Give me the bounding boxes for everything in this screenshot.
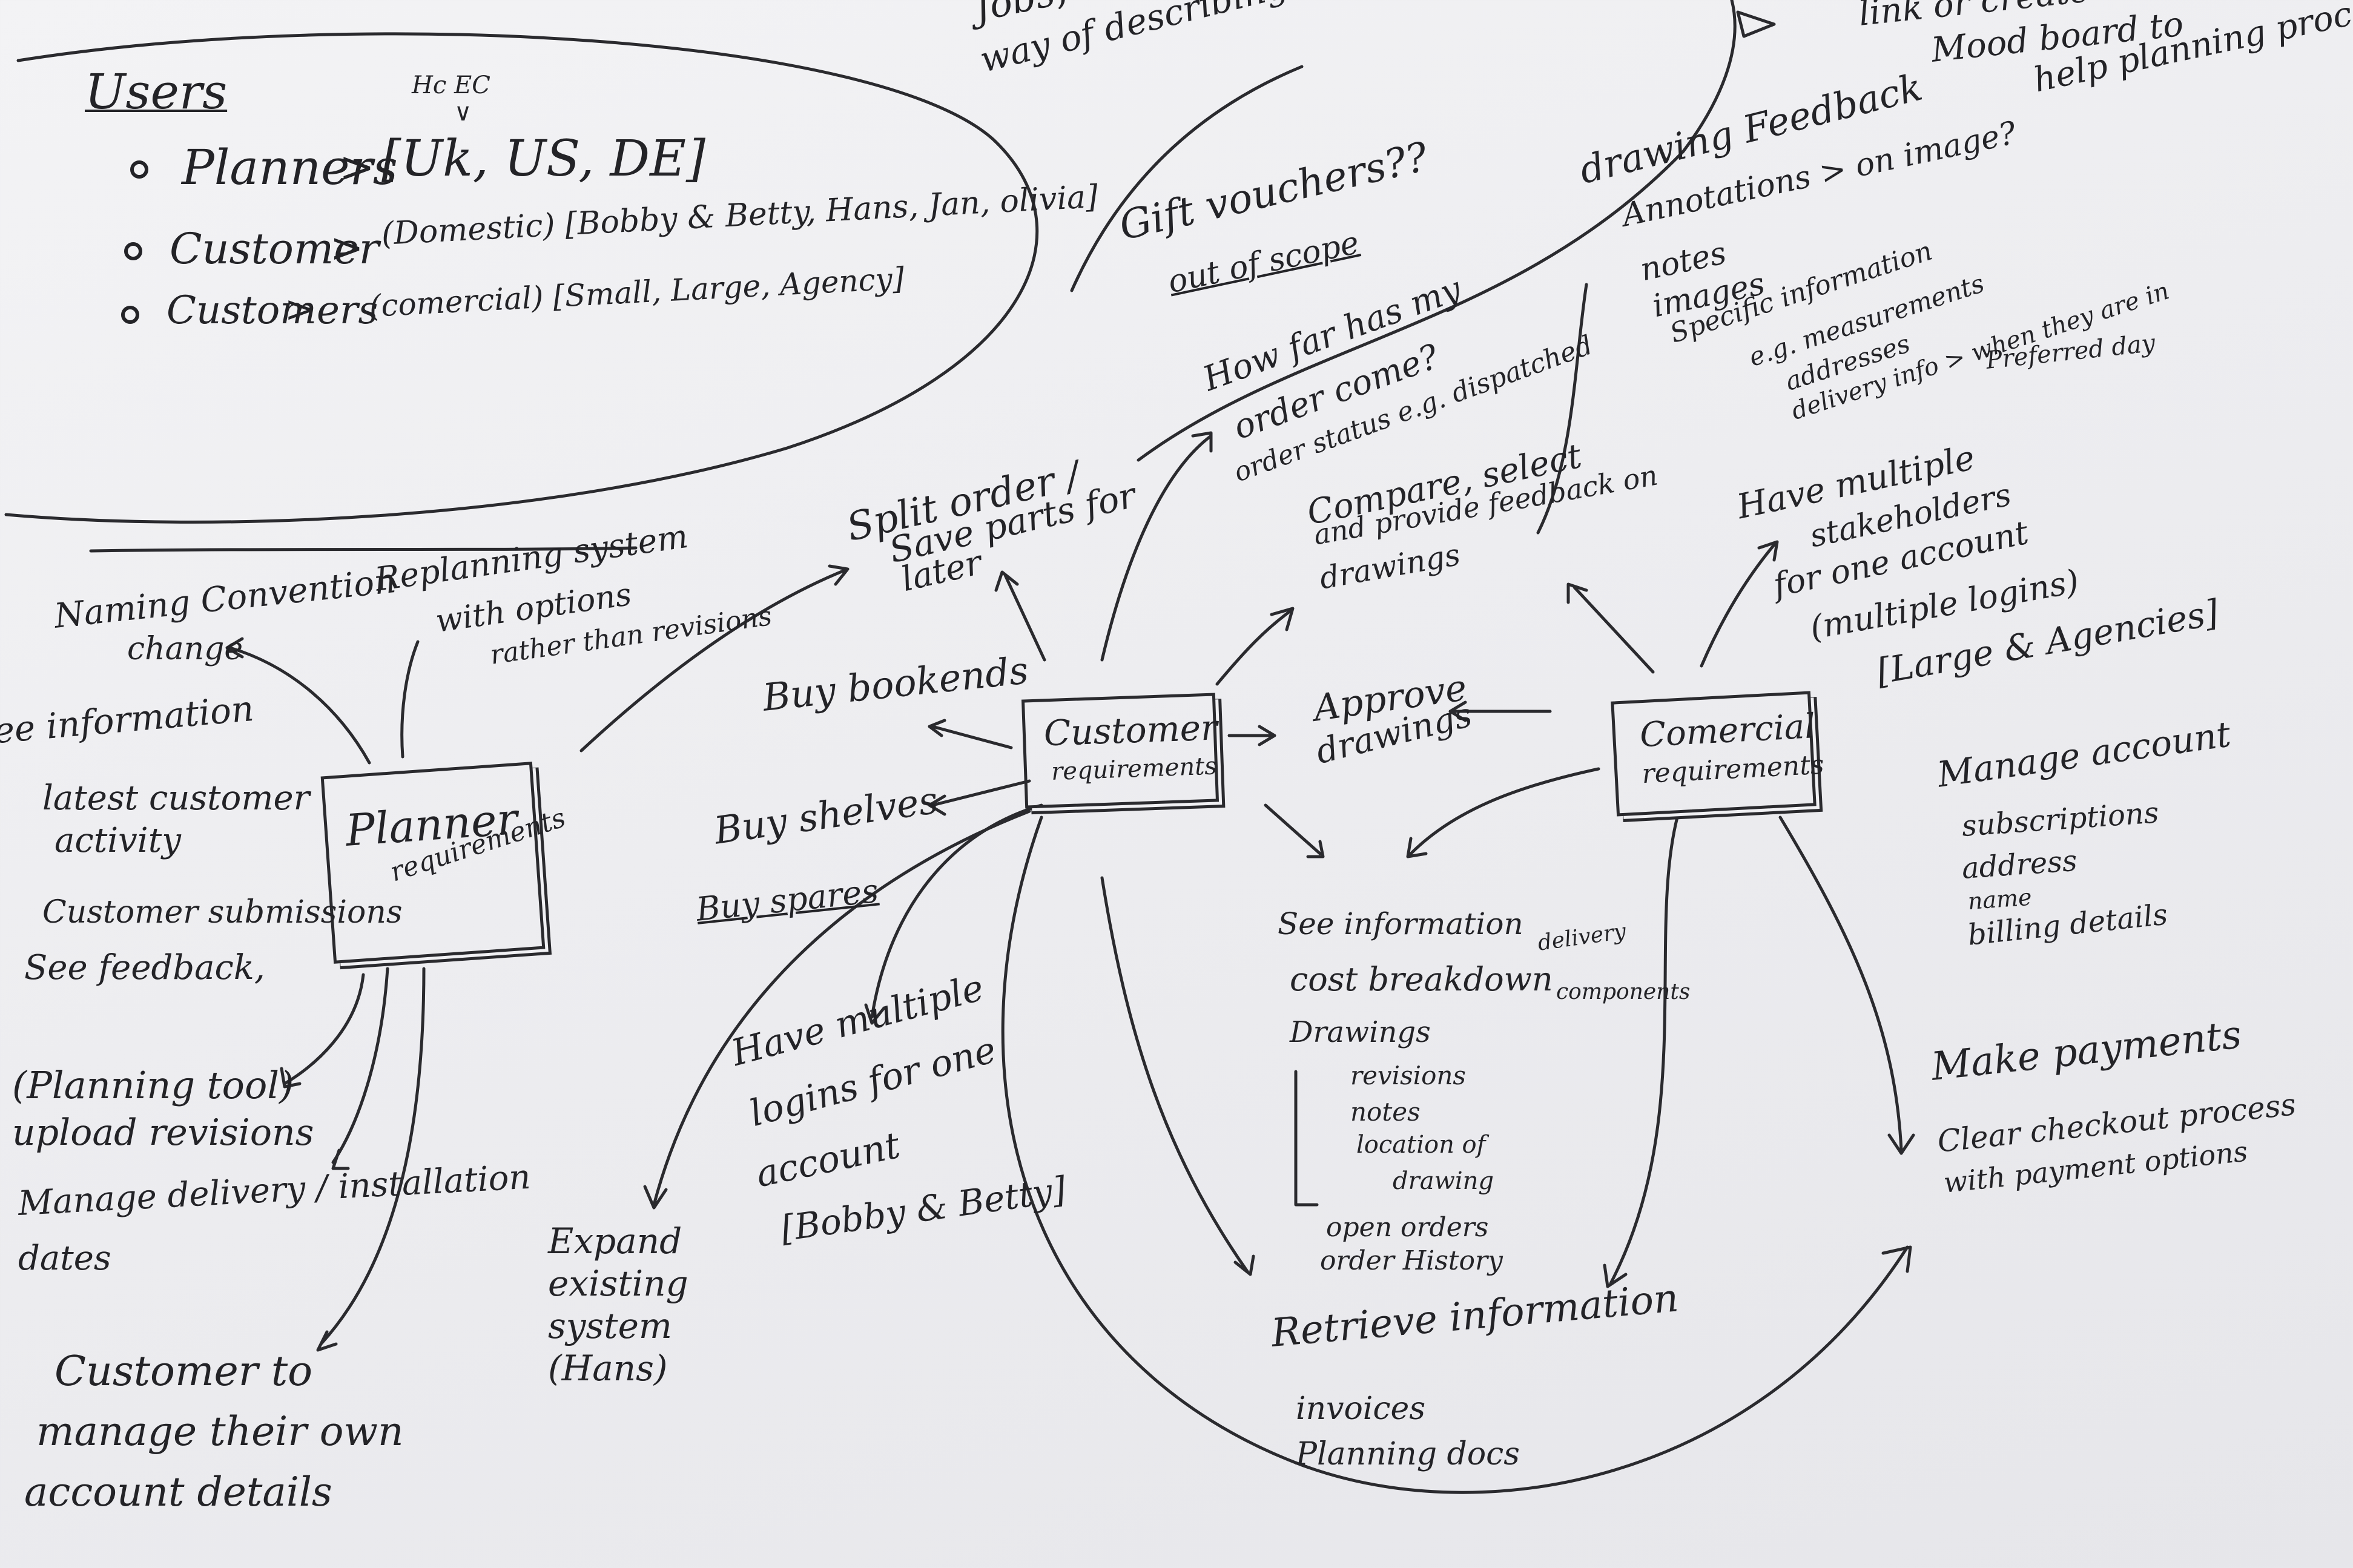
see-info-item: open orders <box>1326 1212 1489 1243</box>
customer-big-loop <box>1001 815 1912 1494</box>
arrow-split-order <box>994 570 1046 662</box>
user-planners-label: Planners <box>182 139 398 196</box>
commercial-to-multi <box>1700 540 1779 668</box>
planner-see-info-line-3: activity <box>54 821 181 860</box>
planner-see-info-line-4: Customer submissions <box>42 894 403 931</box>
mood-board-arrow <box>1736 10 1776 38</box>
expand-system-line-1: Expand <box>548 1220 682 1262</box>
commercial-requirements-line-1: Comercial <box>1639 707 1817 756</box>
user-planners-detail: [Uk, US, DE] <box>381 130 706 188</box>
user-commercial-label: Customers <box>167 288 378 333</box>
expand-system-line-3: system <box>548 1305 672 1346</box>
planner-planning-tool <box>280 973 365 1089</box>
customer-requirements-line-1: Customer <box>1043 707 1218 754</box>
users-ellipse <box>4 32 1039 524</box>
commercial-to-see-info <box>1406 767 1600 858</box>
arrow-icon: > <box>330 225 364 271</box>
market-tag: Hc EC <box>412 71 490 99</box>
planner-replan <box>400 640 420 759</box>
commercial-to-payments <box>1778 815 1915 1155</box>
planner-delivery <box>331 967 389 1170</box>
arrow-approve <box>1227 725 1276 746</box>
retrieve-info-item: invoices <box>1296 1391 1426 1427</box>
planner-see-info-line-5: See feedback, <box>24 948 265 987</box>
manage-account-item: name <box>1967 883 2033 915</box>
see-info-item: notes <box>1350 1097 1421 1127</box>
see-info-item: revisions <box>1350 1061 1466 1090</box>
see-info-side-note: components <box>1556 980 1691 1004</box>
arrow-icon: > <box>339 142 375 192</box>
feedback-link <box>1536 283 1588 535</box>
arrow-icon: > <box>285 288 315 331</box>
self-manage-line-2: manage their own <box>36 1408 404 1455</box>
arrow-shelves <box>928 779 1031 816</box>
expand-system-line-2: existing <box>548 1263 688 1304</box>
users-heading: Users <box>85 64 228 120</box>
manage-account-item: address <box>1961 843 2079 886</box>
see-information-title: See information <box>1278 906 1523 941</box>
planner-see-info-line-2: latest customer <box>42 779 310 818</box>
commercial-to-approve <box>1448 700 1552 722</box>
arrow-see-info-1 <box>1264 803 1325 858</box>
planner-naming <box>225 637 371 765</box>
arrow-compare <box>1215 607 1295 686</box>
planning-tool-line-1: (Planning tool) <box>12 1063 294 1107</box>
self-manage-line-1: Customer to <box>54 1348 313 1395</box>
see-info-item: location of <box>1356 1131 1486 1159</box>
planning-tool-line-2: upload revisions <box>12 1112 314 1154</box>
see-info-item: drawing <box>1393 1167 1494 1195</box>
arrow-expand <box>643 809 1031 1210</box>
bullet-icon <box>130 160 148 179</box>
see-info-item: order History <box>1320 1245 1503 1276</box>
commercial-requirements-line-2: requirements <box>1641 749 1825 790</box>
customer-requirements-box: Customer requirements <box>1021 693 1219 809</box>
see-info-item: cost breakdown <box>1290 960 1553 998</box>
delivery-line-2: dates <box>18 1239 111 1278</box>
see-info-bracket <box>1294 1070 1319 1207</box>
retrieve-info-item: Planning docs <box>1296 1436 1520 1472</box>
user-customer-label: Customer <box>170 224 380 274</box>
arrow-order-tracking <box>1100 431 1213 662</box>
commercial-requirements-box: Comercial requirements <box>1611 691 1825 817</box>
planner-requirements-box: Planner requirements <box>320 762 569 964</box>
planner-split-link <box>579 564 850 753</box>
see-info-item: Drawings <box>1290 1015 1431 1049</box>
customer-requirements-line-2: requirements <box>1051 752 1218 786</box>
top-sweep-curve <box>1070 65 1304 292</box>
arrow-bookends <box>928 719 1013 749</box>
mood-board-curve <box>1137 0 1737 462</box>
chevron-down-icon: ∨ <box>454 99 472 127</box>
commercial-to-compare <box>1566 582 1655 674</box>
bullet-icon <box>121 306 139 324</box>
planner-divider <box>89 546 638 553</box>
naming-line-2: change <box>127 631 243 667</box>
expand-system-line-4: (Hans) <box>548 1348 668 1389</box>
self-manage-line-3: account details <box>24 1469 332 1515</box>
planner-self-manage <box>316 967 426 1352</box>
bullet-icon <box>124 242 142 260</box>
arrow-multiple-logins <box>864 803 1043 1025</box>
commercial-to-retrieve <box>1603 815 1679 1288</box>
arrow-see-info-2 <box>1100 876 1255 1276</box>
